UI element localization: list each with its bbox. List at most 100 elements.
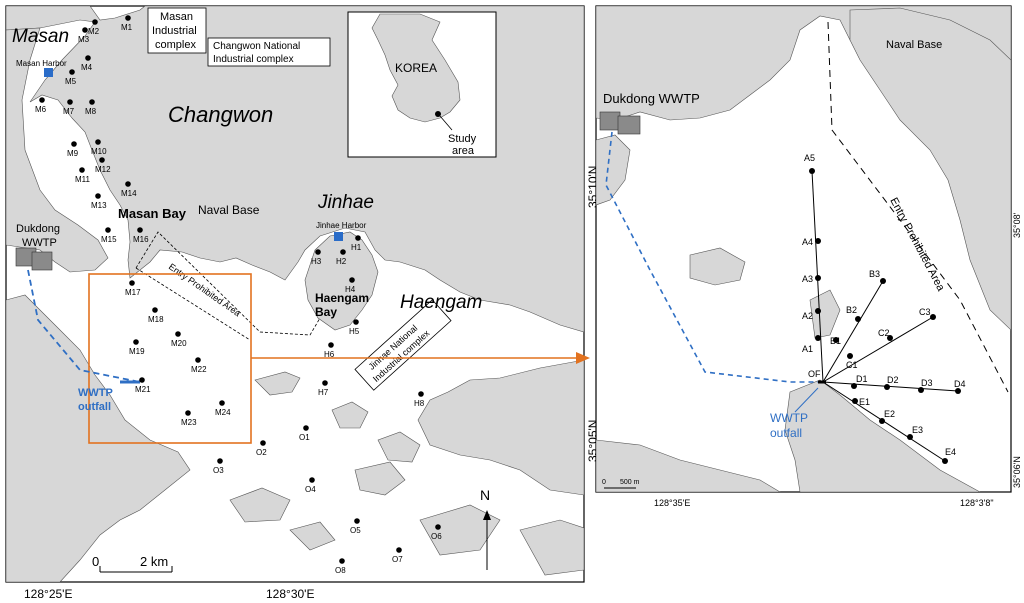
station-dot-o5 [354,518,360,524]
left-island [331,401,369,429]
left-outfall-pipe [27,269,141,383]
station-dot-d2 [884,384,890,390]
station-dot-a4 [815,238,821,244]
inset-study-label-1: Study [448,133,477,145]
station-dot-b2 [855,316,861,322]
right-east-land [849,7,1011,331]
station-label-m9: M9 [67,149,79,158]
station-label-m10: M10 [91,147,107,156]
station-dot-h4 [349,277,355,283]
transect-line-d [822,381,959,392]
station-dot-m16 [137,227,143,233]
station-label-o7: O7 [392,555,403,564]
station-dot-m5 [69,69,75,75]
masan-harbor-marker [44,68,53,77]
inset-study-location [435,111,441,117]
right-south-land [784,379,981,492]
label-masan-bay: Masan Bay [118,206,187,221]
station-dot-o8 [339,558,345,564]
station-label-c3: C3 [919,307,931,317]
masan-complex-label-2: Industrial [152,25,197,37]
right-label-outfall-code: OF [808,369,821,379]
station-label-d4: D4 [954,379,966,389]
station-label-m1: M1 [121,23,133,32]
jinhae-harbor-marker [334,232,343,241]
inset-study-label-2: area [452,145,475,157]
changwon-complex-box [207,37,331,67]
station-dot-m3 [82,27,88,33]
left-lon-label-1: 128°25'E [24,587,72,601]
station-label-d1: D1 [856,374,868,384]
label-masan: Masan [12,26,69,47]
left-tank-2 [31,251,53,271]
station-label-m18: M18 [148,315,164,324]
masan-complex-box [147,7,207,54]
station-label-o5: O5 [350,526,361,535]
station-dot-m7 [67,99,73,105]
station-label-o3: O3 [213,466,224,475]
station-dot-m12 [99,157,105,163]
right-label-wwtp-1: WWTP [770,411,808,425]
left-scale-zero: 0 [92,554,99,569]
station-label-m13: M13 [91,201,107,210]
right-lon-label-1: 128°35'E [654,498,690,508]
station-dot-c1 [847,353,853,359]
station-label-m8: M8 [85,107,97,116]
changwon-complex-label-2: Industrial complex [213,54,294,65]
station-dot-a5 [809,168,815,174]
station-label-m6: M6 [35,105,47,114]
station-dot-b1 [833,337,839,343]
station-dot-m23 [185,410,191,416]
station-label-a5: A5 [804,153,815,163]
station-label-d3: D3 [921,378,933,388]
right-dukdong-tanks [599,111,641,135]
inset-country-label: KOREA [395,61,437,75]
transect-line-b [822,280,884,383]
station-dot-o2 [260,440,266,446]
station-dot-m2 [92,19,98,25]
station-label-o8: O8 [335,566,346,575]
station-label-o6: O6 [431,532,442,541]
station-dot-m1 [125,15,131,21]
left-entry-prohibited-boundary [135,231,321,336]
jinhae-complex-box [354,299,452,391]
left-entry-prohibited-boundary-inner [135,267,251,341]
right-bay-headland [809,289,841,339]
right-label-wwtp-2: outfall [770,426,802,440]
masan-complex-label-3: complex [155,39,196,51]
station-label-d2: D2 [887,375,899,385]
right-land-masses [596,6,1011,492]
station-dot-m10 [95,139,101,145]
label-wwtp-outfall-1: WWTP [78,387,113,399]
label-jinhae-harbor: Jinhae Harbor [316,221,367,230]
left-southwest-land [6,294,191,582]
left-dukdong-tanks [15,247,53,271]
transect-line-c [822,316,934,383]
station-dot-m14 [125,181,131,187]
right-lat-label-1: 35°08' [1012,212,1022,238]
station-label-c2: C2 [878,328,890,338]
label-masan-harbor: Masan Harbor [16,59,67,68]
north-label: N [480,487,490,503]
left-scale-distance: 2 km [140,554,168,569]
station-label-h8: H8 [414,399,425,408]
station-dot-m20 [175,331,181,337]
station-label-m16: M16 [133,235,149,244]
station-label-e1: E1 [859,397,870,407]
station-label-o2: O2 [256,448,267,457]
right-outfall-pointer [794,387,819,413]
station-label-m15: M15 [101,235,117,244]
station-dot-d1 [851,383,857,389]
station-dot-m21 [139,377,145,383]
station-label-m3: M3 [78,35,90,44]
station-dot-e3 [907,434,913,440]
station-label-a1: A1 [802,344,813,354]
north-arrow-head [483,510,491,520]
station-label-m21: M21 [135,385,151,394]
right-west-island [689,247,746,286]
right-scale-bar: 0 500 m [602,479,640,489]
station-label-m24: M24 [215,408,231,417]
